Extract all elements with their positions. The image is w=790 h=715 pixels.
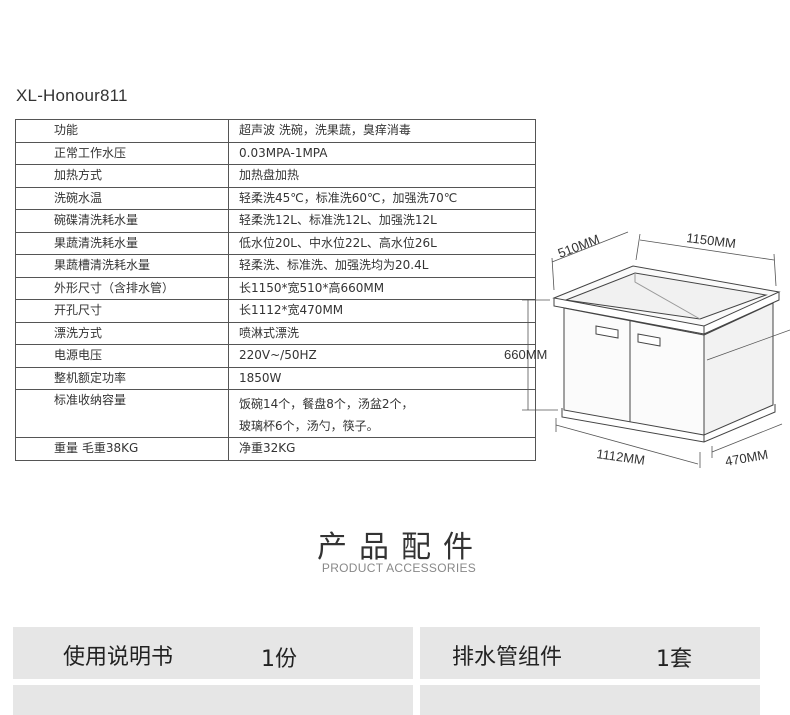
accessory-item-partial [420,685,760,715]
spec-label: 洗碗水温 [15,186,229,210]
accessory-qty: 1份 [261,647,297,672]
spec-value: 轻柔洗、标准洗、加强洗均为20.4L [228,254,536,278]
accessory-item: 排水管组件 1套 [420,627,760,679]
dim-depth-label: 510MM [556,231,602,261]
spec-label: 功能 [15,119,229,143]
dim-length-line [639,239,775,261]
spec-label: 果蔬槽清洗耗水量 [15,254,229,278]
sink-basin [564,272,768,320]
spec-value-line-2: 玻璃杯6个，汤勺，筷子。 [239,419,379,433]
spec-value: 1850W [228,366,536,390]
dim-cut-width-label: 470MM [724,447,769,469]
cabinet-front [563,307,705,436]
right-handle [637,333,661,347]
accessory-name: 使用说明书 [63,645,174,670]
model-name: XL-Honour811 [16,86,128,105]
spec-value: 0.03MPA-1MPA [228,141,536,165]
spec-label: 开孔尺寸 [15,299,229,323]
spec-value: 轻柔洗12L、标准洗12L、加强洗12L [228,209,536,233]
dim-cut-length-label: 1112MM [596,446,646,468]
spec-row: 标准收纳容量饭碗14个，餐盘8个，汤盆2个， 玻璃杯6个，汤勺，筷子。 [15,389,536,438]
spec-label: 整机额定功率 [15,366,229,390]
spec-label: 果蔬清洗耗水量 [15,231,229,255]
accessory-name: 排水管组件 [452,645,563,670]
accessories-subtitle: PRODUCT ACCESSORIES [321,561,477,575]
spec-row: 洗碗水温轻柔洗45℃，标准洗60℃，加强洗70℃ [15,186,536,210]
basin-inner-edge [634,273,701,320]
dim-height-label: 660MM [504,347,547,362]
spec-value: 加热盘加热 [228,164,536,188]
dim-length-ext-left [635,233,641,261]
spec-row: 加热方式加热盘加热 [15,164,536,188]
accessory-item: 使用说明书 1份 [13,627,413,679]
spec-row: 果蔬清洗耗水量低水位20L、中水位22L、高水位26L [15,231,536,255]
spec-row: 功能超声波 洗碗，洗果蔬，臭痒消毒 [15,119,536,143]
spec-label: 标准收纳容量 [15,389,229,438]
spec-value: 饭碗14个，餐盘8个，汤盆2个， 玻璃杯6个，汤勺，筷子。 [228,389,536,438]
spec-label: 电源电压 [15,344,229,368]
dim-depth-ext [551,257,555,291]
dim-length-ext-right [773,253,777,287]
spec-label: 碗碟清洗耗水量 [15,209,229,233]
dim-length-label: 1150MM [686,230,737,251]
spec-label: 加热方式 [15,164,229,188]
spec-value: 净重32KG [228,437,536,461]
spec-row: 外形尺寸（含排水管）长1150*宽510*高660MM [15,276,536,300]
spec-label: 重量 毛重38KG [15,437,229,461]
spec-row: 开孔尺寸长1112*宽470MM [15,299,536,323]
spec-row: 果蔬槽清洗耗水量轻柔洗、标准洗、加强洗均为20.4L [15,254,536,278]
spec-row: 漂洗方式喷淋式漂洗 [15,321,536,345]
cabinet-side [703,302,774,436]
dim-depth-line [551,231,629,263]
spec-label: 外形尺寸（含排水管） [15,276,229,300]
spec-value: 低水位20L、中水位22L、高水位26L [228,231,536,255]
spec-label: 漂洗方式 [15,321,229,345]
spec-value: 长1112*宽470MM [228,299,536,323]
spec-label: 正常工作水压 [15,141,229,165]
left-handle [595,325,619,339]
spec-row: 碗碟清洗耗水量轻柔洗12L、标准洗12L、加强洗12L [15,209,536,233]
spec-value: 喷淋式漂洗 [228,321,536,345]
accessory-qty: 1套 [656,647,692,672]
dim-cut-width-line [711,423,783,453]
accessory-item-partial [13,685,413,715]
dim-cut-length-line [555,424,699,465]
spec-value: 220V~/50HZ [228,344,536,368]
spec-value-line-1: 饭碗14个，餐盘8个，汤盆2个， [239,397,414,411]
spec-value: 长1150*宽510*高660MM [228,276,536,300]
spec-value: 轻柔洗45℃，标准洗60℃，加强洗70℃ [228,186,536,210]
dim-side-line [706,329,790,361]
dimension-drawing: 510MM 1150MM 660MM 1112MM 470MM [504,230,790,469]
spec-value: 超声波 洗碗，洗果蔬，臭痒消毒 [228,119,536,143]
accessories-title: 产品配件 [317,530,485,565]
